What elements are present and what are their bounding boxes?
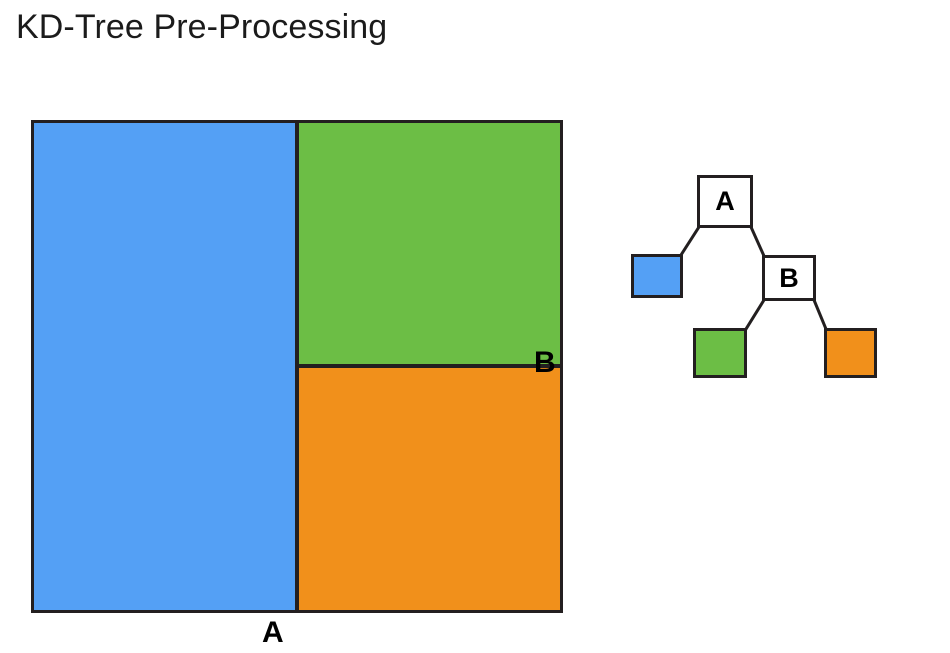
tree-leaf-blue[interactable] bbox=[631, 254, 683, 298]
tree-leaf-green[interactable] bbox=[693, 328, 747, 378]
partition-region-green bbox=[296, 120, 563, 367]
tree-edge-b-to-green bbox=[743, 297, 767, 332]
partition-region-blue bbox=[31, 120, 298, 613]
partition-split-label-b: B bbox=[534, 346, 556, 379]
tree-node-b[interactable]: B bbox=[762, 255, 816, 301]
partition-region-orange bbox=[296, 365, 563, 613]
page-title: KD-Tree Pre-Processing bbox=[16, 8, 388, 46]
partition-split-label-a: A bbox=[262, 616, 284, 649]
tree-edge-a-to-b bbox=[749, 225, 766, 258]
kd-tree-diagram: A B bbox=[620, 165, 900, 390]
tree-node-a[interactable]: A bbox=[697, 175, 753, 228]
tree-leaf-orange[interactable] bbox=[824, 328, 877, 378]
partition-diagram bbox=[31, 120, 563, 613]
tree-edge-group bbox=[678, 224, 828, 332]
tree-edge-a-to-blue bbox=[678, 224, 702, 258]
tree-edge-b-to-orange bbox=[812, 298, 828, 331]
